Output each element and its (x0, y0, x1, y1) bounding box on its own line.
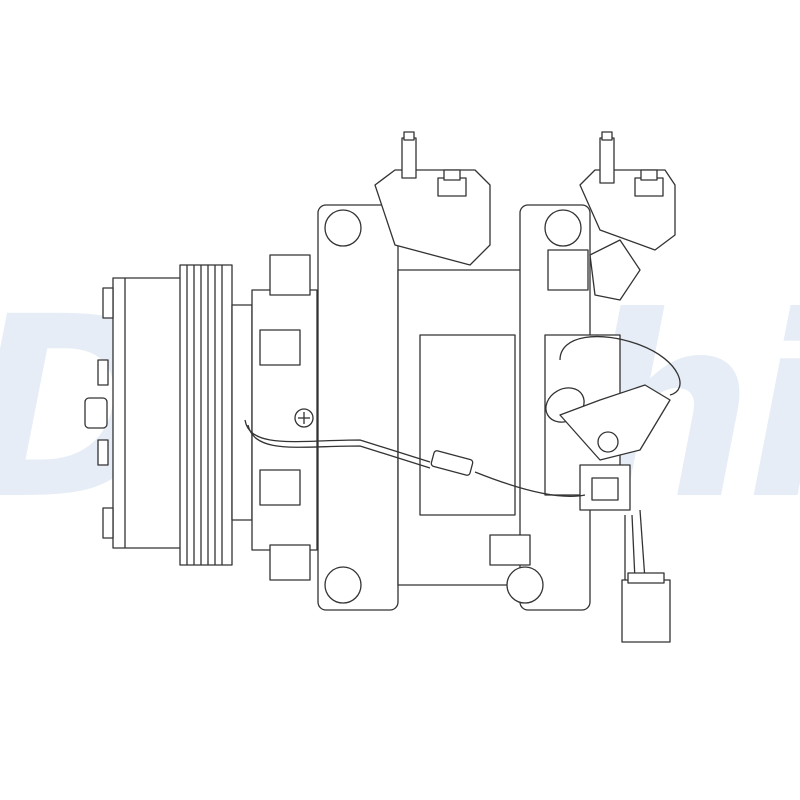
electrical-connector (621, 572, 671, 643)
compressor-body (317, 204, 641, 611)
front-housing (251, 254, 371, 581)
clutch-plate (84, 277, 184, 549)
wire-harness (244, 335, 681, 581)
discharge-port (579, 131, 676, 251)
suction-port (374, 131, 491, 266)
pulley (179, 264, 253, 566)
control-valve (545, 384, 671, 511)
